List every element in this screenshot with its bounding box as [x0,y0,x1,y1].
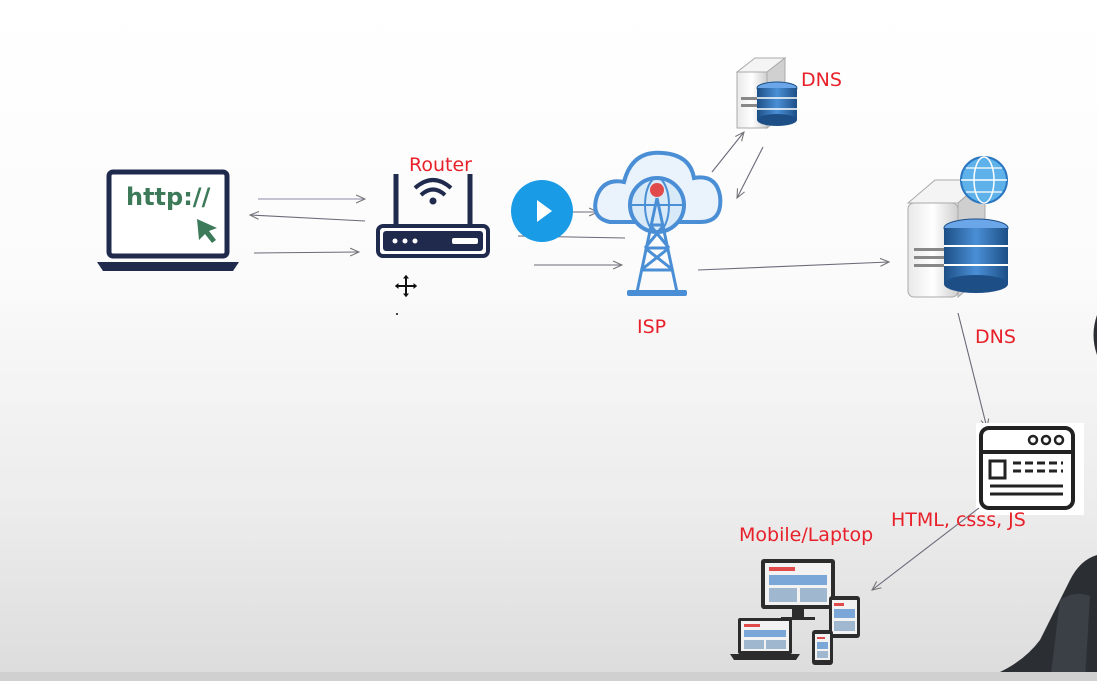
arrow-router-to-laptop [250,215,366,222]
dns-server-right-icon [906,156,1009,299]
dns-right-label: DNS [975,326,1016,348]
html-css-js-label: HTML, csss, JS [891,509,1026,531]
arrow-isp-to-dns-right [697,262,889,271]
arrow-dns-to-webpage [957,312,987,428]
arrow-dns-top-to-isp [737,146,764,198]
router-label: Router [409,154,472,176]
move-cursor-icon [393,273,419,299]
laptop-icon [97,169,239,271]
arrow-isp-to-dns-top [711,132,744,173]
presenter-silhouette [968,315,1097,681]
dns-server-top-icon [735,56,798,130]
bottom-bar [0,672,1097,681]
dns-top-label: DNS [801,69,842,91]
webpage-icon [976,423,1084,515]
isp-label: ISP [637,316,667,338]
arrow-laptop-to-router-2 [253,252,359,253]
play-button[interactable] [511,180,573,242]
router-icon [376,174,490,258]
speck [396,313,398,315]
mobile-laptop-label: Mobile/Laptop [739,524,874,546]
isp-tower-icon [593,150,723,296]
devices-icon [730,559,860,665]
play-icon [537,200,552,222]
arrow-webpage-to-devices [872,507,980,590]
url-text: http:// [126,183,211,211]
